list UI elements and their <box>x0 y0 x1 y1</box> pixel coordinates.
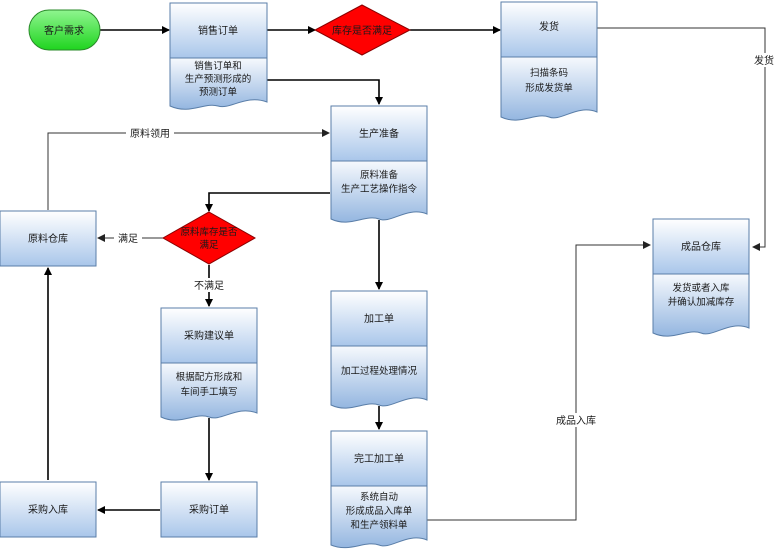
purchase-suggest-doc-line1: 根据配方形成和 <box>176 371 243 383</box>
production-prep-doc-line2: 生产工艺操作指令 <box>341 183 418 195</box>
process-order-node: 加工单 加工过程处理情况 <box>330 290 428 409</box>
material-use-label: 原料领用 <box>130 127 170 140</box>
finished-in-label: 成品入库 <box>556 414 596 427</box>
completed-order-node: 完工加工单 系统自动 形成成品入库单 和生产领料单 <box>330 430 428 549</box>
raw-check-line1: 原料库存是否 <box>180 226 238 238</box>
ship-doc <box>500 56 598 121</box>
raw-warehouse-title: 原料仓库 <box>28 232 68 245</box>
completed-order-doc-line1: 系统自动 <box>360 491 398 503</box>
ship-doc-line1: 扫描条码 <box>530 67 568 79</box>
stock-check-node: 库存是否满足 <box>313 4 412 56</box>
connectors <box>44 26 766 521</box>
edge-ship-to-finished <box>597 27 766 251</box>
production-prep-doc <box>330 160 428 223</box>
edge-complete-to-finished <box>426 241 651 521</box>
process-order-doc-line1: 加工过程处理情况 <box>341 365 418 377</box>
finished-warehouse-title: 成品仓库 <box>681 240 721 253</box>
purchase-suggest-node: 采购建议单 根据配方形成和 车间手工填写 <box>160 307 258 421</box>
sales-order-node: 销售订单 销售订单和 生产预测形成的 预测订单 <box>169 2 268 110</box>
ship-node: 发货 扫描条码 形成发货单 <box>500 1 598 121</box>
process-order-title: 加工单 <box>364 313 394 325</box>
sales-order-doc-line1: 销售订单和 <box>194 60 242 72</box>
ship-doc-line2: 形成发货单 <box>525 82 573 94</box>
finished-warehouse-doc-line2: 并确认加减库存 <box>668 296 735 308</box>
production-prep-doc-line1: 原料准备 <box>360 169 399 181</box>
finished-warehouse-doc-line1: 发货或者入库 <box>672 282 730 294</box>
not-satisfied-label: 不满足 <box>194 280 224 292</box>
start-label: 客户需求 <box>44 24 84 37</box>
completed-order-doc-line2: 形成成品入库单 <box>346 505 413 517</box>
edge-sales-to-prod-prep <box>267 79 383 105</box>
ship-title: 发货 <box>539 20 559 33</box>
completed-order-title: 完工加工单 <box>354 452 404 465</box>
sales-order-doc-line3: 预测订单 <box>199 86 238 98</box>
finished-warehouse-doc <box>652 273 750 337</box>
purchase-suggest-doc <box>160 362 258 421</box>
process-order-doc <box>330 345 428 409</box>
production-prep-title: 生产准备 <box>359 127 399 140</box>
sales-order-title: 销售订单 <box>198 24 238 37</box>
purchase-order-title: 采购订单 <box>189 503 229 516</box>
satisfied-label: 满足 <box>118 233 138 245</box>
finished-warehouse-node: 成品仓库 发货或者入库 并确认加减库存 <box>652 218 750 337</box>
completed-order-doc <box>330 485 428 549</box>
completed-order-doc-line3: 和生产领料单 <box>350 519 408 531</box>
purchase-suggest-doc-line2: 车间手工填写 <box>180 386 237 398</box>
raw-check-line2: 满足 <box>199 240 219 251</box>
sales-order-doc-line2: 生产预测形成的 <box>185 73 252 85</box>
start-node: 客户需求 <box>28 9 101 51</box>
edge-raw-to-prod-prep <box>47 129 330 210</box>
stock-check-label: 库存是否满足 <box>332 24 392 37</box>
ship-edge-label: 发货 <box>754 54 774 67</box>
raw-warehouse-node: 原料仓库 <box>0 210 97 267</box>
edge-labels: 发货 原料领用 满足 不满足 成品入库 <box>114 53 776 427</box>
purchase-suggest-title: 采购建议单 <box>184 329 234 342</box>
raw-check-node: 原料库存是否 满足 <box>161 211 257 265</box>
sales-order-doc <box>169 57 268 110</box>
purchase-order-node: 采购订单 <box>160 481 258 538</box>
edge-prod-prep-to-raw-check <box>205 192 330 212</box>
purchase-in-title: 采购入库 <box>28 503 68 516</box>
production-prep-node: 生产准备 原料准备 生产工艺操作指令 <box>330 105 428 223</box>
purchase-in-node: 采购入库 <box>0 481 97 538</box>
